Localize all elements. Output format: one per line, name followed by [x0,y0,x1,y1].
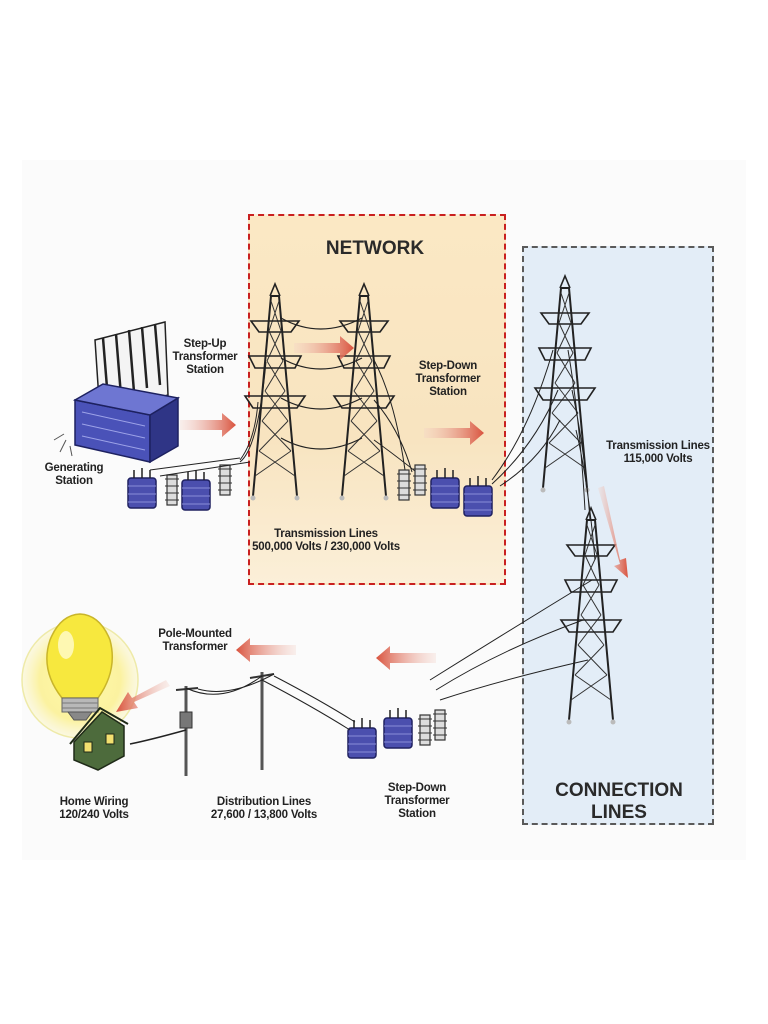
transmission-tower-icon [239,283,421,502]
transformer-icon [127,457,251,511]
flow-arrow-icon [116,336,628,712]
generating-station-icon [53,321,181,464]
transformer-icon [396,464,493,517]
light-bulb-icon [21,613,139,739]
connection-lines-zone-title: CONNECTION LINES [555,780,683,823]
house-icon [69,706,129,771]
transmission-tower-icon [429,275,622,726]
network-zone-title: NETWORK [325,238,425,259]
utility-pole-icon [129,672,356,776]
transformer-icon [347,707,448,759]
connection-lines-zone [522,246,714,825]
